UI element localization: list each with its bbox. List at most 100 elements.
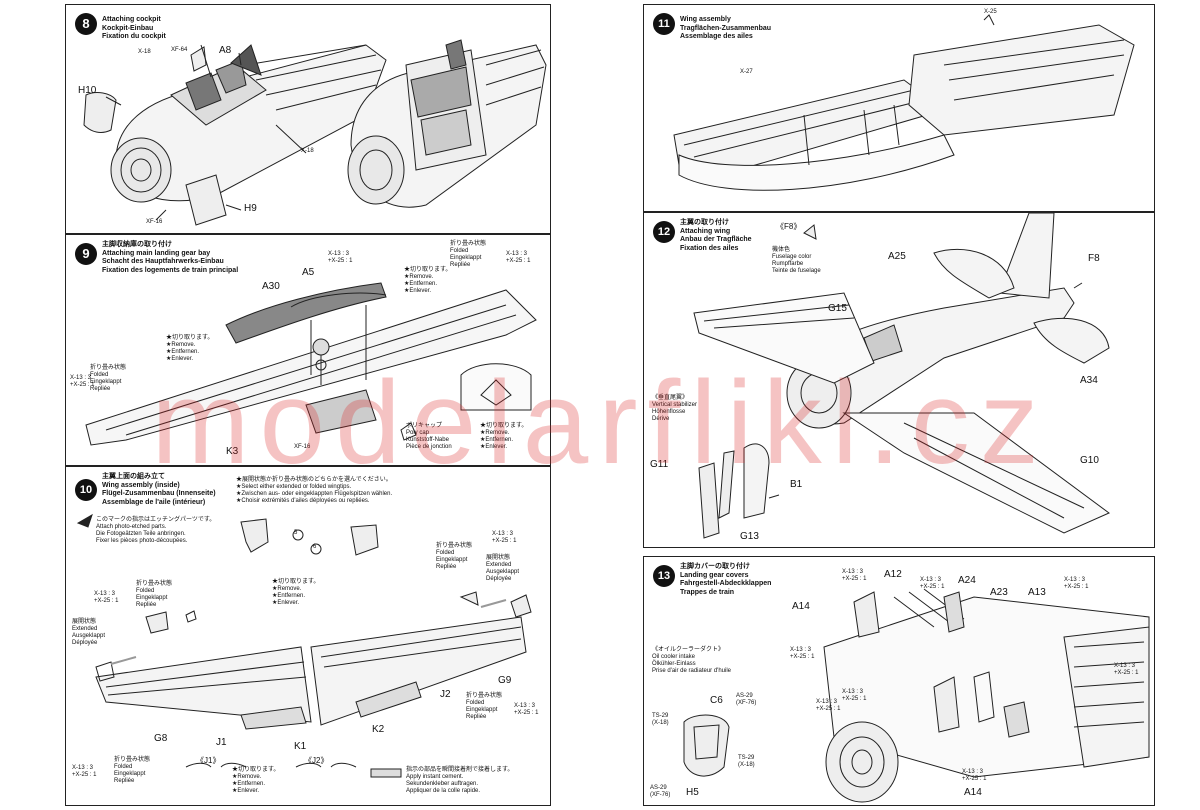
note-line: 折り畳み状態 bbox=[90, 365, 127, 371]
step-8-cockpit-drawing bbox=[83, 39, 547, 226]
photo-line: このマークの指示はエッチングパーツです。 bbox=[96, 517, 216, 523]
color-line: Teinte de fuselage bbox=[772, 268, 821, 274]
step-9-paint-left: X-13 : 3 +X-25 : 1 bbox=[70, 375, 95, 389]
step-13-as29-bottom: AS-29 (XF-76) bbox=[650, 785, 670, 799]
paint-line: +X-25 : 1 bbox=[842, 696, 867, 702]
remove-line: ★Entfernen. bbox=[272, 593, 306, 599]
note-line: 折り畳み状態 bbox=[114, 757, 151, 763]
note-line: Déployée bbox=[72, 640, 98, 646]
label-j1: J1 bbox=[216, 737, 227, 748]
remove-line: ★切り取ります。 bbox=[232, 767, 280, 773]
step-13-paint-4: X-13 : 3 +X-25 : 1 bbox=[790, 647, 815, 661]
step-10-wing-drawing bbox=[76, 513, 532, 778]
label-g10: G10 bbox=[1080, 455, 1099, 466]
step-11-title-fr: Assemblage des ailes bbox=[680, 33, 753, 40]
label-g15: G15 bbox=[828, 303, 847, 314]
note-line: 展開状態 bbox=[486, 555, 511, 561]
step-10-folded-a: 折り畳み状態 Folded Eingeklappt Repliée bbox=[436, 543, 472, 571]
remove-line: ★Enlever. bbox=[232, 788, 260, 794]
step-9-title: 主脚収納庫の取り付け Attaching main landing gear b… bbox=[102, 241, 238, 275]
step-10-glue-note: 指示の部品を瞬間接着剤で接着します。 Apply instant cement.… bbox=[406, 767, 513, 795]
step-13-paint-6: X-13 : 3 +X-25 : 1 bbox=[842, 689, 867, 703]
label-b1: B1 bbox=[790, 479, 803, 490]
label-c6: C6 bbox=[710, 695, 723, 706]
step-12-title-de: Anbau der Tragfläche bbox=[680, 236, 752, 243]
label-f8-bracket: 《F8》 bbox=[776, 222, 802, 231]
color-line: 機体色 bbox=[772, 247, 791, 253]
step-11-panel: 11 Wing assembly Tragflächen-Zusammenbau… bbox=[643, 4, 1155, 212]
remove-line: ★Remove. bbox=[272, 586, 302, 592]
step-13-landing-gear-drawing bbox=[683, 588, 1150, 803]
as29-line: AS-29 bbox=[650, 785, 667, 791]
step-9-number: 9 bbox=[75, 243, 97, 265]
label-a14-bottom: A14 bbox=[964, 787, 982, 798]
paint-line: +X-25 : 1 bbox=[328, 258, 353, 264]
remove-line: ★Remove. bbox=[404, 274, 434, 280]
label-x27-11: X-27 bbox=[740, 69, 753, 75]
note-line: Folded bbox=[114, 764, 133, 770]
note-line: Repliée bbox=[136, 602, 157, 608]
note-line: Folded bbox=[136, 588, 155, 594]
step-8-title-de: Kockpit-Einbau bbox=[102, 24, 154, 32]
step-13-paint-3: X-13 : 3 +X-25 : 1 bbox=[1064, 577, 1089, 591]
ts29-line: TS-29 bbox=[652, 713, 669, 719]
step-13-title-fr: Trappes de train bbox=[680, 588, 735, 596]
oil-line: Oil cooler intake bbox=[652, 654, 696, 660]
vstab-line: 《垂直尾翼》 bbox=[652, 395, 689, 401]
photo-line: Die Fotogeätzten Teile anbringen. bbox=[96, 531, 186, 537]
paint-line: +X-25 : 1 bbox=[816, 706, 841, 712]
color-line: Rumpffarbe bbox=[772, 261, 804, 267]
paint-line: +X-25 : 1 bbox=[1064, 584, 1089, 590]
label-a8: A8 bbox=[219, 45, 232, 56]
label-k2: K2 bbox=[372, 724, 385, 735]
step-10-folded-d: 折り畳み状態 Folded Eingeklappt Repliée bbox=[114, 757, 150, 785]
label-h10: H10 bbox=[78, 85, 97, 96]
paint-line: +X-25 : 1 bbox=[1114, 670, 1139, 676]
photo-line: Attach photo-etched parts. bbox=[96, 524, 167, 530]
note-line: Eingeklappt bbox=[136, 595, 168, 601]
paint-line: X-13 : 3 bbox=[790, 647, 812, 653]
note-line: Folded bbox=[450, 248, 469, 254]
paint-line: +X-25 : 1 bbox=[94, 598, 119, 604]
polycap-line: Poly cap bbox=[406, 430, 430, 436]
step-10-paint-c: X-13 : 3 +X-25 : 1 bbox=[514, 703, 539, 717]
photo-line: Fixer les pièces photo-découpées. bbox=[96, 538, 188, 544]
as29-line: (XF-76) bbox=[736, 700, 757, 706]
note-line: Extended bbox=[486, 562, 512, 568]
note-line: Eingeklappt bbox=[436, 557, 468, 563]
step-13-paint-1: X-13 : 3 +X-25 : 1 bbox=[842, 569, 867, 583]
step-11-title: Wing assembly Tragflächen-Zusammenbau As… bbox=[680, 16, 771, 42]
paint-line: X-13 : 3 bbox=[94, 591, 116, 597]
step-11-title-de: Tragflächen-Zusammenbau bbox=[680, 24, 772, 32]
step-9-folded-right: 折り畳み状態 Folded Eingeklappt Repliée bbox=[450, 241, 486, 269]
step-13-oil-cooler: 《オイルクーラーダクト》 Oil cooler intake Ölkühler-… bbox=[652, 647, 731, 675]
select-line: ★Zwischen aus- oder eingeklappten Flügel… bbox=[236, 491, 393, 497]
step-9-wing-drawing bbox=[85, 282, 537, 446]
remove-line: ★Enlever. bbox=[480, 444, 508, 450]
note-line: Eingeklappt bbox=[466, 707, 498, 713]
step-12-aircraft-drawing bbox=[693, 213, 1110, 539]
step-11-title-en: Wing assembly bbox=[680, 16, 731, 23]
label-g13: G13 bbox=[740, 531, 759, 542]
step-13-as29-top: AS-29 (XF-76) bbox=[736, 693, 756, 707]
step-13-ts29-right: TS-29 (X-18) bbox=[738, 755, 755, 769]
step-12-number: 12 bbox=[653, 221, 675, 243]
step-10-folded-b: 折り畳み状態 Folded Eingeklappt Repliée bbox=[136, 581, 172, 609]
remove-line: ★切り取ります。 bbox=[166, 335, 214, 341]
label-a5: A5 bbox=[302, 267, 315, 278]
oil-line: Prise d'air de radiateur d'huile bbox=[652, 668, 732, 674]
note-line: Repliée bbox=[90, 386, 111, 392]
label-a12: A12 bbox=[884, 569, 902, 580]
label-k1: K1 bbox=[294, 741, 307, 752]
step-8-title-fr: Fixation du cockpit bbox=[102, 33, 166, 40]
step-10-folded-c: 折り畳み状態 Folded Eingeklappt Repliée bbox=[466, 693, 502, 721]
label-xf16: XF-16 bbox=[146, 219, 163, 225]
label-j1-bracket: 《J1》 bbox=[196, 756, 221, 765]
paint-line: X-13 : 3 bbox=[1064, 577, 1086, 583]
note-line: Repliée bbox=[450, 262, 471, 268]
step-9-folded-left: 折り畳み状態 Folded Eingeklappt Repliée bbox=[90, 365, 126, 393]
ts29-line: (X-18) bbox=[738, 762, 755, 768]
step-13-number: 13 bbox=[653, 565, 675, 587]
step-10-paint-a: X-13 : 3 +X-25 : 1 bbox=[492, 531, 517, 545]
label-k3: K3 bbox=[226, 446, 239, 457]
